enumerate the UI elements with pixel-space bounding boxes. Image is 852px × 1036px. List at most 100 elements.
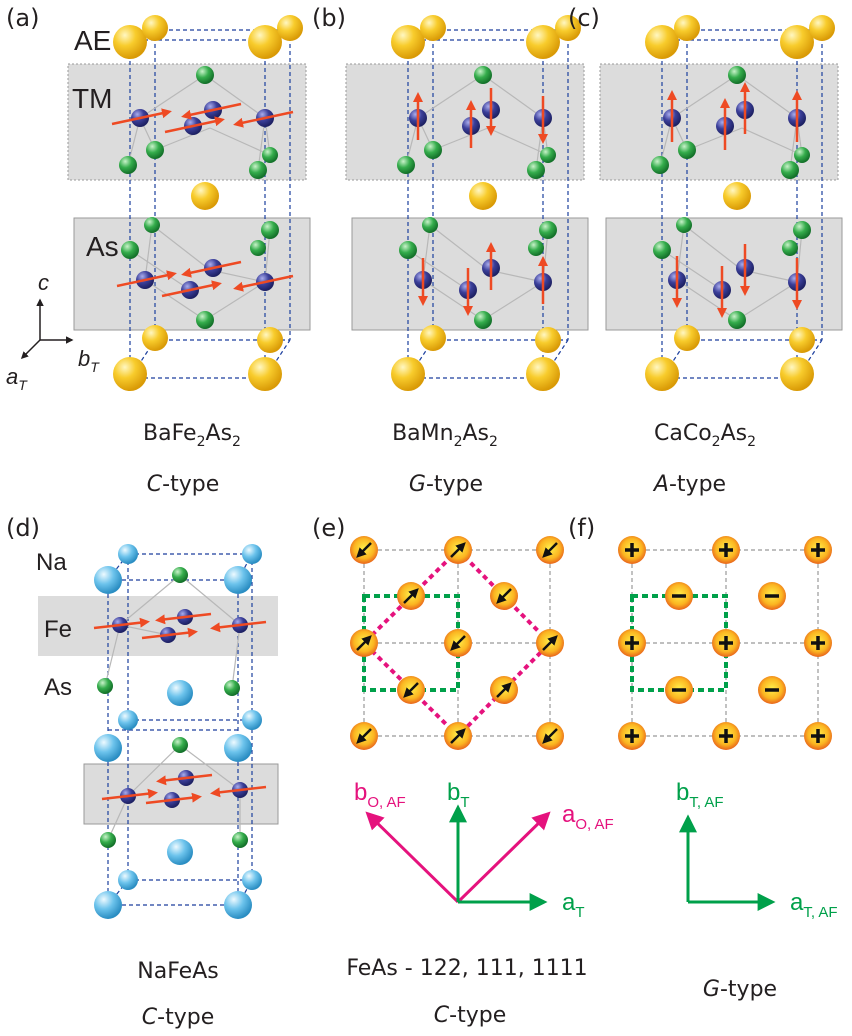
bond-line	[139, 74, 206, 119]
compound-a: BaFe2As2	[143, 421, 241, 450]
ae-atom	[142, 15, 168, 41]
spin-arrow	[403, 682, 419, 698]
panel-label-c: (c)	[568, 4, 600, 32]
na-atom	[242, 710, 262, 730]
panel-label-f: (f)	[568, 514, 595, 542]
bond-line	[482, 281, 544, 321]
ae-atom	[469, 182, 497, 210]
bond-line	[676, 279, 738, 321]
spin-arrow	[542, 542, 558, 558]
as-atom	[653, 241, 671, 259]
b-tetragonal-af-label: bT, AF	[676, 779, 724, 811]
ae-layer-label: AE	[74, 25, 111, 56]
as-atom	[172, 567, 188, 583]
ae-atom	[420, 15, 446, 41]
magnetic-moment-arrow	[210, 620, 267, 633]
compound-c: CaCo2As2	[654, 421, 756, 450]
as-atom	[728, 311, 746, 329]
bond-line	[127, 744, 181, 797]
plus-sign	[719, 729, 733, 743]
compound-family-e: FeAs - 122, 111, 1111	[346, 956, 587, 981]
a-axis-label: aT	[6, 364, 28, 393]
lattice-vectors-e	[365, 804, 551, 911]
bond-line	[179, 574, 241, 626]
magnetic-moment-arrow	[101, 788, 158, 801]
as-atom	[196, 311, 214, 329]
ae-atom	[645, 357, 679, 391]
as-atom	[144, 217, 160, 233]
spin-arrow	[496, 588, 512, 604]
crystal-panel-d	[38, 544, 279, 919]
bond-line	[407, 249, 469, 291]
bond-line	[154, 127, 211, 151]
as-atom	[728, 66, 746, 84]
na-atom	[242, 870, 262, 890]
magnetic-moment-arrow	[161, 280, 222, 298]
magnetic-moment-arrow	[156, 773, 213, 786]
order-type-b: G-type	[409, 472, 483, 497]
magnetic-moment-arrow	[210, 785, 267, 798]
charge-lattice-panel-f	[618, 536, 832, 750]
bond-line	[736, 281, 798, 321]
na-atom	[94, 566, 122, 594]
as-atom	[793, 221, 811, 239]
tm-layer-label: TM	[72, 83, 112, 114]
na-atom	[118, 544, 138, 564]
ae-atom	[391, 25, 425, 59]
as-atom	[651, 156, 669, 174]
na-atom	[167, 680, 193, 706]
as-atom	[781, 161, 799, 179]
spin-arrow	[450, 635, 466, 651]
bond-line	[686, 127, 743, 151]
bond-line	[487, 127, 549, 156]
as-atom	[249, 161, 267, 179]
as-atom	[539, 221, 557, 239]
bond-line	[432, 127, 489, 151]
na-atom	[224, 734, 252, 762]
as-atom	[782, 240, 798, 256]
as-atom	[474, 311, 492, 329]
as-atom	[250, 240, 266, 256]
spin-arrow	[450, 728, 466, 744]
plus-sign	[719, 636, 733, 650]
order-type-e: C-type	[434, 1003, 506, 1028]
compound-b: BaMn2As2	[392, 421, 498, 450]
bond-line	[231, 624, 241, 689]
order-type-c: A-type	[652, 472, 726, 497]
magnetic-moment-arrow	[145, 792, 202, 805]
bond-line	[209, 127, 271, 156]
as-atom	[399, 241, 417, 259]
crystal-panel-c	[599, 15, 843, 391]
bond-line	[119, 624, 169, 636]
fe-layer-label: Fe	[44, 616, 72, 643]
panel-label-d: (d)	[6, 514, 40, 542]
bond-line	[422, 279, 484, 321]
bond-line	[107, 795, 129, 841]
bond-line	[104, 624, 121, 687]
as-atom	[232, 832, 248, 848]
na-layer-label: Na	[36, 549, 67, 576]
order-type-d: C-type	[142, 1005, 214, 1030]
magnetic-moment-arrow	[141, 627, 198, 640]
magnetic-moment-arrow	[181, 102, 242, 120]
bond-line	[144, 279, 206, 321]
as-atom	[172, 737, 188, 753]
as-atom	[262, 147, 278, 163]
as-atom	[224, 680, 240, 696]
na-atom	[118, 870, 138, 890]
as-layer-label: As	[86, 231, 119, 262]
bond-line	[482, 74, 544, 119]
ae-atom	[257, 327, 283, 353]
bond-line	[671, 74, 738, 119]
ae-atom	[391, 357, 425, 391]
panel-label-e: (e)	[312, 514, 346, 542]
panel-label-b: (b)	[312, 4, 346, 32]
as-layer-label-d: As	[44, 674, 72, 701]
as-atom	[540, 147, 556, 163]
ae-atom	[420, 325, 446, 351]
ae-atom	[113, 357, 147, 391]
na-atom	[94, 734, 122, 762]
ae-atom	[555, 15, 581, 41]
ae-atom	[191, 182, 219, 210]
as-atom	[97, 678, 113, 694]
